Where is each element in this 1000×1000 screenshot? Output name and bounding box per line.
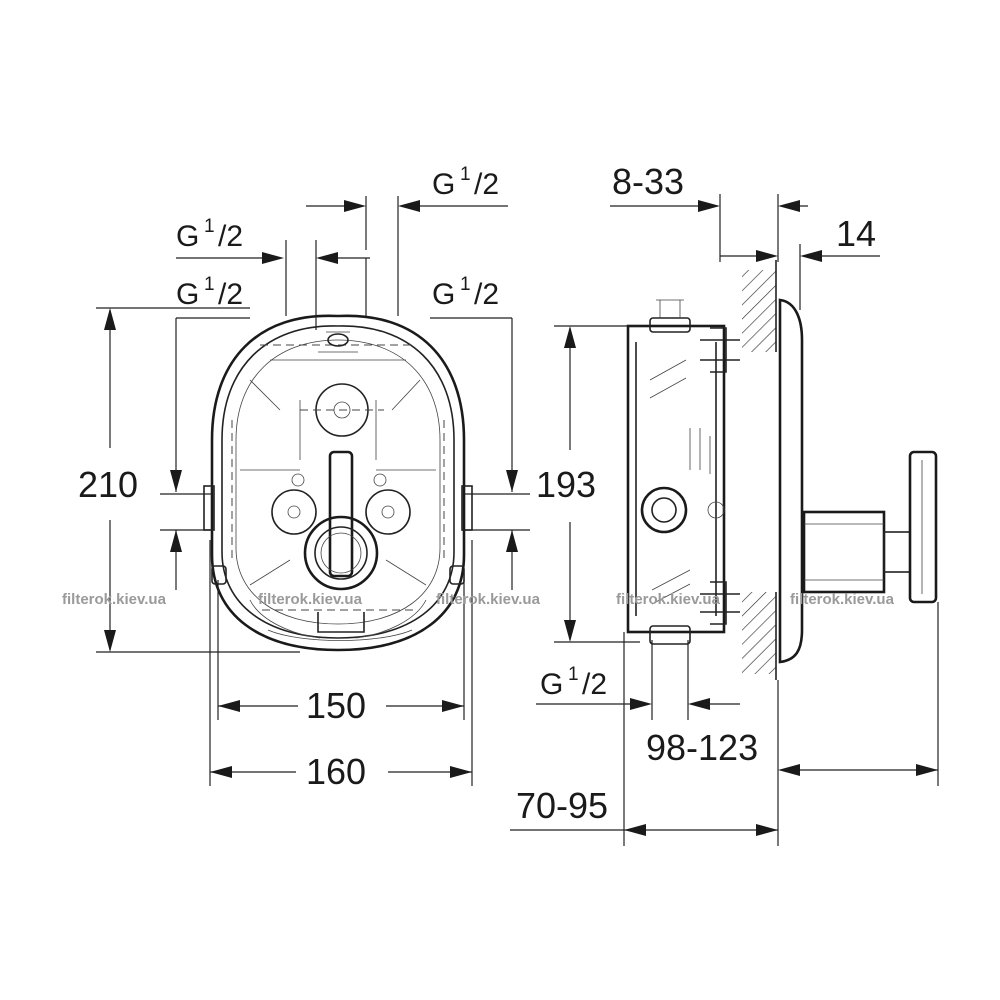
svg-text:G: G [540,668,563,701]
watermark: filterok.kiev.ua [258,591,363,608]
svg-text:1: 1 [460,274,471,295]
dim-193: 193 [536,464,596,505]
dim-14: 14 [836,213,876,254]
dim-150: 150 [306,685,366,726]
svg-text:/2: /2 [218,278,243,311]
svg-text:G: G [432,168,455,201]
watermark: filterok.kiev.ua [62,591,167,608]
watermarks: filterok.kiev.ua filterok.kiev.ua filter… [62,591,895,608]
handle-lever [908,450,938,604]
svg-text:1: 1 [568,664,579,685]
side-port [640,486,688,534]
dim-70-95: 70-95 [516,785,608,826]
thread-label-mid-left: G 1 /2 [176,274,243,311]
svg-text:/2: /2 [474,168,499,201]
svg-text:G: G [176,220,199,253]
housing-outline [210,314,466,652]
thread-label-side: G 1 /2 [540,664,607,701]
svg-text:/2: /2 [218,220,243,253]
dim-98-123: 98-123 [646,727,758,768]
thread-label-top-left: G 1 /2 [176,216,243,253]
svg-text:1: 1 [204,216,215,237]
svg-text:G: G [176,278,199,311]
watermark: filterok.kiev.ua [436,591,541,608]
wall-section-bottom [742,592,776,674]
dim-160: 160 [306,751,366,792]
watermark: filterok.kiev.ua [616,591,721,608]
valve-body [626,324,726,634]
thread-label-mid-right: G 1 /2 [432,274,499,311]
side-dimensions: 193 8-33 14 98-123 70-95 [510,161,939,846]
watermark: filterok.kiev.ua [790,591,895,608]
front-dimensions: 210 15 [78,196,530,792]
thread-label-top-right: G 1 /2 [432,164,499,201]
svg-text:1: 1 [460,164,471,185]
spindle-collar [303,515,379,591]
svg-text:/2: /2 [582,668,607,701]
dim-8-33: 8-33 [612,161,684,202]
side-view [626,260,938,680]
svg-text:1: 1 [204,274,215,295]
spindle [328,450,354,578]
svg-text:G: G [432,278,455,311]
faceplate [778,298,804,664]
wall-section-top [742,270,776,352]
front-view [203,314,473,652]
dim-210: 210 [78,464,138,505]
housing-inner-outline [221,325,455,639]
svg-text:/2: /2 [474,278,499,311]
